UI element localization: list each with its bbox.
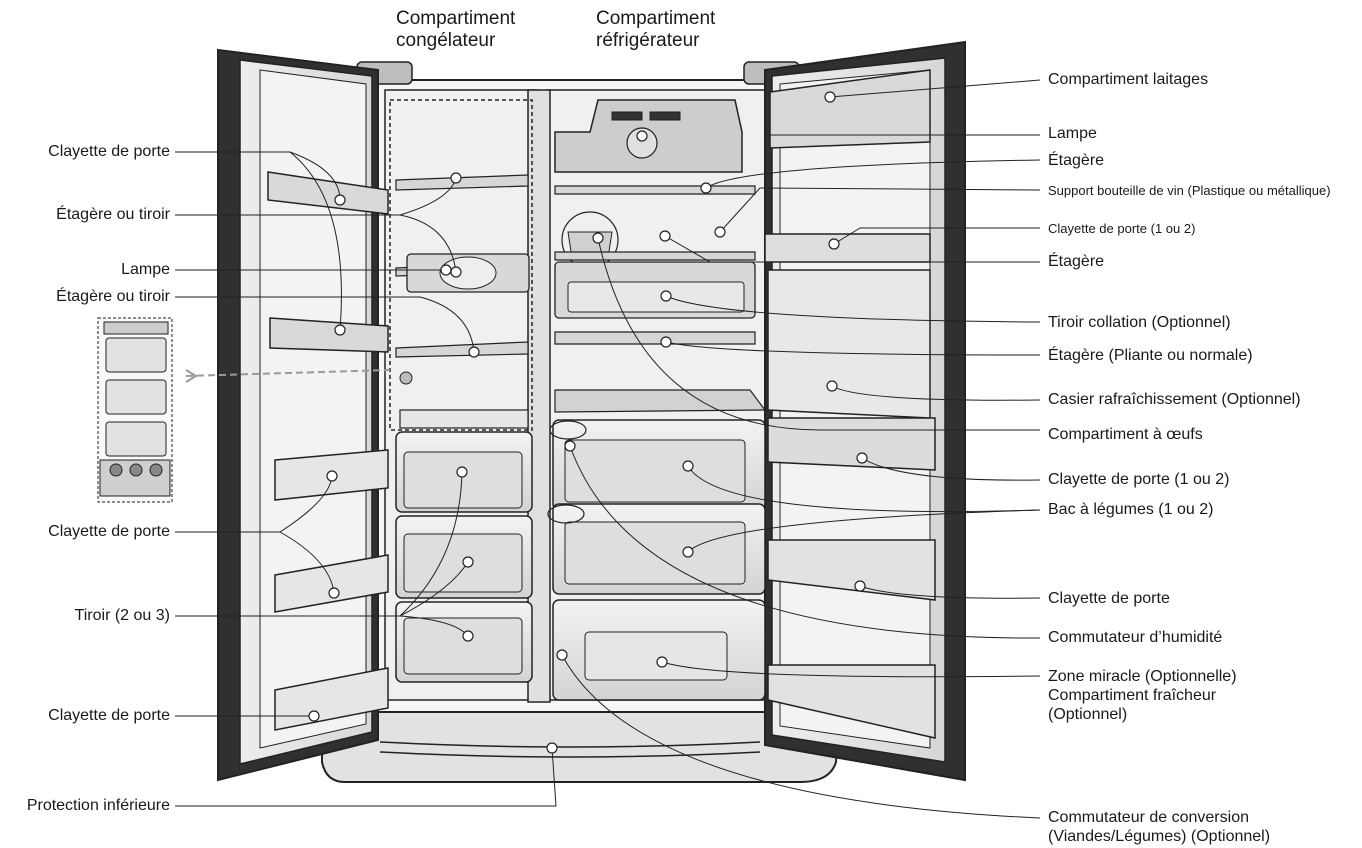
label-shelf-folding: Étagère (Pliante ou normale)	[1048, 347, 1253, 364]
callout-points	[308, 91, 868, 754]
label-wine-rack: Support bouteille de vin (Plastique ou m…	[1048, 183, 1331, 198]
header-fridge-line2: réfrigérateur	[596, 30, 700, 51]
header-fridge-line1: Compartiment	[596, 8, 716, 29]
label-bottom-guard: Protection inférieure	[26, 797, 170, 814]
right-door	[764, 40, 966, 782]
label-shelf-or-drawer-1: Étagère ou tiroir	[56, 206, 170, 223]
label-egg-compartment: Compartiment à œufs	[1048, 426, 1203, 443]
label-shelf-fridge-1: Étagère	[1048, 152, 1105, 169]
label-door-shelf-right-2: Clayette de porte (1 ou 2)	[1048, 471, 1230, 488]
header-freezer-line2: congélateur	[396, 30, 496, 51]
label-lamp-fridge: Lampe	[1048, 125, 1097, 142]
label-humidity-switch: Commutateur d’humidité	[1048, 629, 1223, 646]
fridge-interior	[547, 99, 767, 701]
left-door	[217, 48, 389, 782]
label-door-shelf-3: Clayette de porte	[48, 707, 170, 724]
drawer-inset	[97, 317, 391, 503]
label-miracle-zone: Zone miracle (Optionnelle) Compartiment …	[1048, 667, 1237, 724]
label-miracle-zone-line1: Zone miracle (Optionnelle)	[1048, 668, 1237, 685]
label-snack-drawer: Tiroir collation (Optionnel)	[1048, 314, 1231, 331]
label-door-shelf-right-1: Clayette de porte (1 ou 2)	[1048, 221, 1196, 236]
header-fridge: Compartiment réfrigérateur	[596, 8, 715, 52]
label-drawer-2-or-3: Tiroir (2 ou 3)	[74, 607, 170, 624]
label-miracle-zone-line3: (Optionnel)	[1048, 706, 1128, 723]
label-vegetable-drawer: Bac à légumes (1 ou 2)	[1048, 501, 1214, 518]
header-freezer: Compartiment congélateur	[396, 8, 515, 52]
label-shelf-fridge-2: Étagère	[1048, 253, 1105, 270]
label-conversion-switch: Commutateur de conversion (Viandes/Légum…	[1048, 808, 1270, 846]
header-freezer-line1: Compartiment	[396, 8, 516, 29]
label-conversion-switch-line1: Commutateur de conversion	[1048, 809, 1249, 826]
label-miracle-zone-line2: Compartiment fraîcheur	[1048, 687, 1217, 704]
label-door-shelf-right-3: Clayette de porte	[1048, 590, 1170, 607]
label-dairy-compartment: Compartiment laitages	[1048, 71, 1209, 88]
label-lamp-freezer: Lampe	[121, 261, 170, 278]
label-door-shelf-1: Clayette de porte	[48, 143, 170, 160]
label-door-shelf-2: Clayette de porte	[48, 523, 170, 540]
label-shelf-or-drawer-2: Étagère ou tiroir	[56, 288, 170, 305]
leader-lines-left	[175, 151, 557, 807]
leader-lines-right	[561, 79, 1041, 819]
label-conversion-switch-line2: (Viandes/Légumes) (Optionnel)	[1048, 828, 1271, 845]
label-refreshment-bin: Casier rafraîchissement (Optionnel)	[1048, 391, 1301, 408]
